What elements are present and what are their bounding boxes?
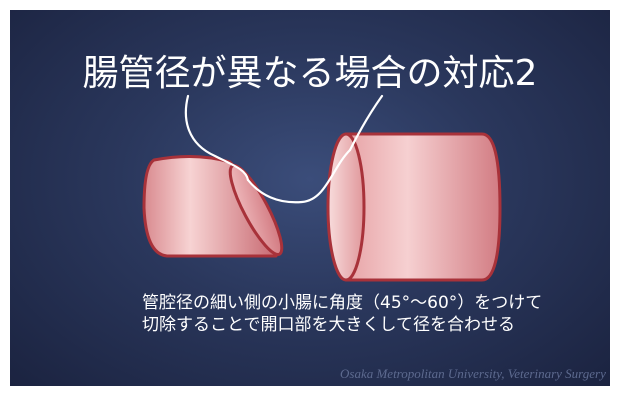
footer-credit: Osaka Metropolitan University, Veterinar… — [340, 366, 606, 381]
suture-thread — [184, 94, 384, 204]
caption-line-1: 管腔径の細い側の小腸に角度（45°～60°）をつけて — [142, 293, 543, 313]
slide: 腸管径が異なる場合の対応2 — [10, 10, 610, 386]
narrow-intestine-segment — [142, 154, 284, 258]
slide-title: 腸管径が異なる場合の対応2 — [82, 53, 538, 94]
caption-line-2: 切除することで開口部を大きくして径を合わせる — [142, 315, 515, 335]
intestine-illustration — [142, 94, 502, 282]
caption: 管腔径の細い側の小腸に角度（45°～60°）をつけて 切除することで開口部を大き… — [142, 292, 610, 336]
wide-intestine-segment — [326, 132, 502, 282]
